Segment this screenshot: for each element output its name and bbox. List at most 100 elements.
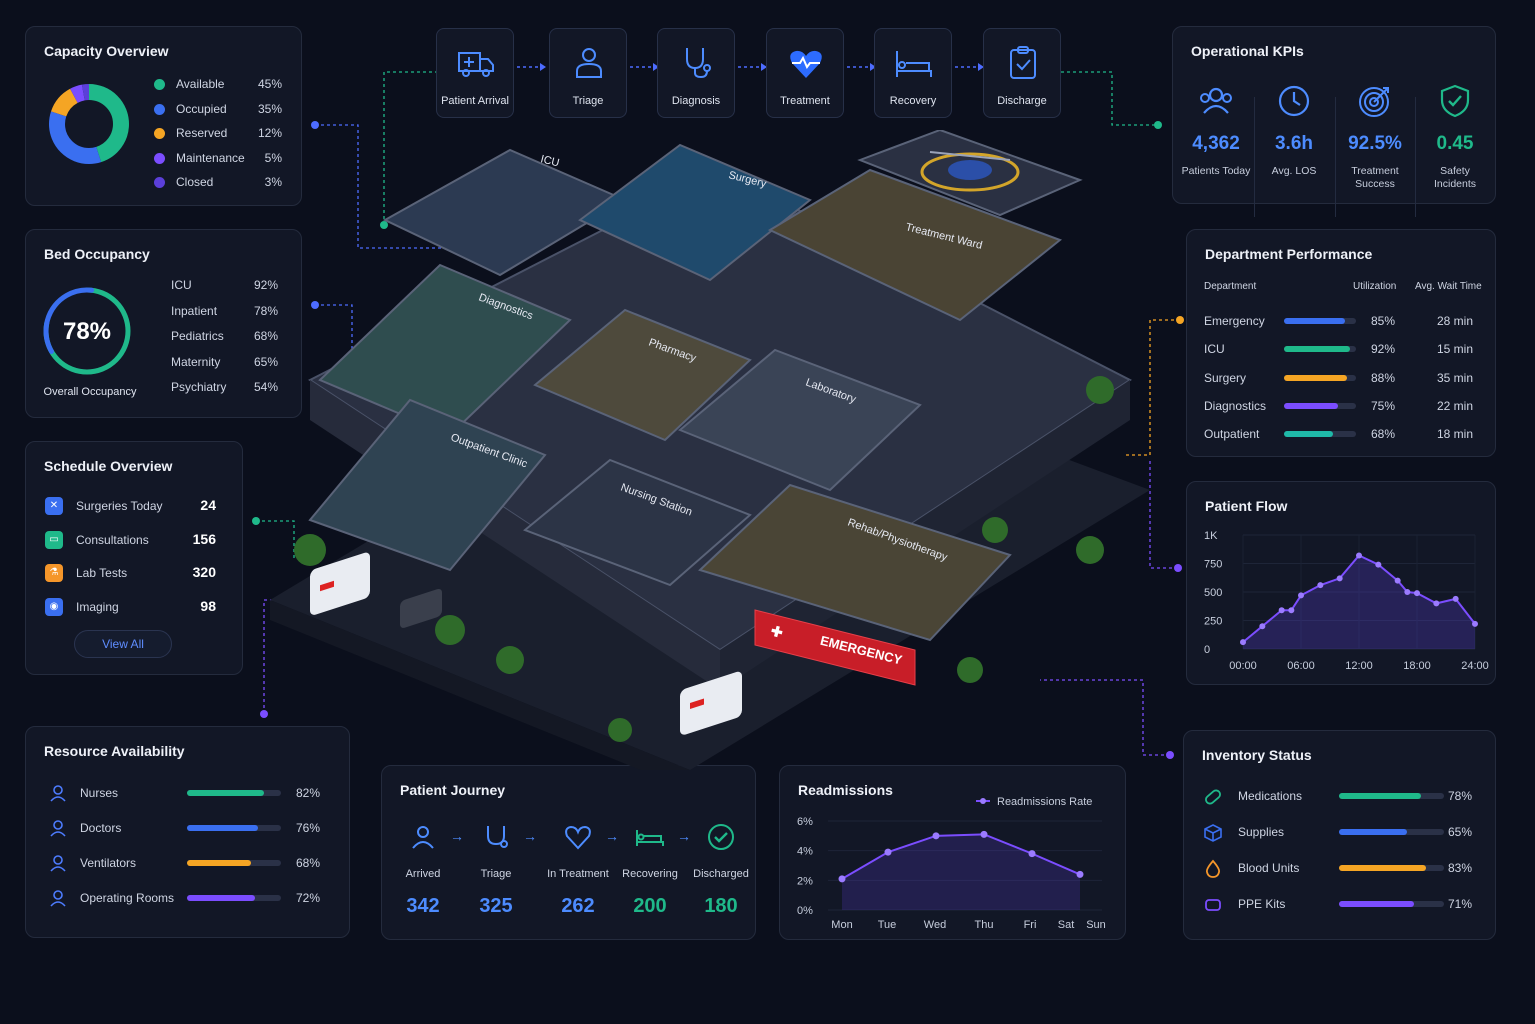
flow-step-recovery[interactable]: Recovery <box>874 28 952 118</box>
clock-icon <box>1278 85 1310 117</box>
inventory-bar <box>1339 865 1444 871</box>
readmissions-point <box>980 830 988 838</box>
dept-row-name: Outpatient <box>1204 427 1260 442</box>
resource-bar <box>187 860 281 866</box>
inventory-bar <box>1339 901 1444 907</box>
inventory-bar <box>1339 793 1444 799</box>
y-tick-label: 0% <box>797 905 813 917</box>
resource-label: Ventilators <box>80 856 137 870</box>
inventory-bar <box>1339 829 1444 835</box>
resource-value: 72% <box>295 891 320 905</box>
flow-point <box>1394 577 1401 584</box>
resource-value: 82% <box>295 786 320 800</box>
svg-text:✚: ✚ <box>769 622 785 640</box>
inventory-value: 65% <box>1447 825 1472 839</box>
dept-row-util: 75% <box>1370 398 1395 413</box>
inventory-title: Inventory Status <box>1202 747 1312 763</box>
blood-drop-icon <box>1205 859 1221 878</box>
bed-item-label: ICU <box>171 278 192 292</box>
flow-step-patient-arrival[interactable]: Patient Arrival <box>436 28 514 118</box>
view-all-button[interactable]: View All <box>74 630 172 658</box>
bed-item-label: Psychiatry <box>171 380 227 394</box>
journey-value: 200 <box>633 895 667 917</box>
kpi-separator <box>1254 97 1255 217</box>
legend-value: 12% <box>257 126 282 140</box>
dept-row-name: Diagnostics <box>1204 398 1267 413</box>
readmissions-point <box>884 848 892 856</box>
y-tick-label: 4% <box>797 846 813 858</box>
flow-step-discharge[interactable]: Discharge <box>983 28 1061 118</box>
trees <box>294 376 1114 742</box>
flow-point <box>1288 607 1295 614</box>
bed-item-label: Inpatient <box>171 303 218 318</box>
pill-icon <box>1205 789 1221 805</box>
x-tick-label: Thu <box>975 919 994 931</box>
schedule-item-label: Surgeries Today <box>76 499 163 513</box>
ambulance-right-icon <box>680 671 742 735</box>
kpi-label: Treatment Success <box>1351 165 1399 190</box>
schedule-item-value: 156 <box>192 530 216 547</box>
inventory-label: Supplies <box>1238 825 1285 839</box>
legend-value: 5% <box>264 150 282 165</box>
donut-slice-occupied <box>49 84 129 164</box>
inventory-value: 83% <box>1447 861 1472 875</box>
flow-step-triage[interactable]: Triage <box>549 28 627 118</box>
legend-label: Readmissions Rate <box>997 796 1092 808</box>
step-connector-arrow <box>847 63 876 71</box>
doctor-icon <box>50 820 66 837</box>
step-connector-arrow <box>630 63 659 71</box>
flow-step-label: Treatment <box>780 95 830 107</box>
resource-value: 68% <box>295 856 320 870</box>
step-connector-arrow <box>738 63 767 71</box>
dept-row-name: Surgery <box>1204 370 1247 385</box>
gauge-arc-accent <box>43 287 131 375</box>
resource-label: Doctors <box>80 821 122 835</box>
dept-row-bar-fill <box>1284 318 1346 324</box>
legend-value: 3% <box>264 175 282 189</box>
resource-bar <box>187 825 281 831</box>
room-label: ICU <box>539 153 560 169</box>
emergency-sign: ✚ <box>754 609 916 686</box>
dept-row-bar <box>1284 431 1356 438</box>
dept-row-bar <box>1284 318 1356 324</box>
inventory-bar-fill <box>1339 901 1414 907</box>
dept-title: Department Performance <box>1205 246 1373 262</box>
x-tick-label: 12:00 <box>1345 660 1373 672</box>
resource-bar <box>187 895 281 901</box>
readmissions-area <box>842 834 1080 910</box>
x-tick-label: Sun <box>1086 919 1106 931</box>
dept-row-wait: 35 min <box>1436 370 1473 385</box>
inventory-value: 71% <box>1447 897 1472 911</box>
legend-dot <box>154 177 165 188</box>
dept-row-bar <box>1284 346 1356 353</box>
flow-step-diagnosis[interactable]: Diagnosis <box>657 28 735 118</box>
room-surgery <box>578 143 812 282</box>
shield-check-icon <box>1440 84 1470 118</box>
flow-point <box>1298 592 1304 599</box>
dept-row-name: ICU <box>1204 342 1225 357</box>
bed-item-label: Maternity <box>171 354 221 369</box>
dept-row-bar-fill <box>1284 431 1333 438</box>
flow-point <box>1240 639 1246 646</box>
resource-label: Nurses <box>80 786 119 800</box>
y-tick-label: 1K <box>1204 530 1218 542</box>
people-icon <box>412 826 434 849</box>
resource-bar-fill <box>187 790 265 796</box>
flow-step-label: Patient Arrival <box>441 95 509 107</box>
kpi-label: Avg. LOS <box>1271 165 1317 177</box>
arrow-right-icon: → <box>523 828 537 844</box>
flow-area <box>1243 555 1475 649</box>
flow-point <box>1375 561 1382 568</box>
journey-value: 180 <box>704 895 738 917</box>
target-icon <box>1359 87 1389 117</box>
flow-step-treatment[interactable]: Treatment <box>766 28 844 118</box>
resources-title: Resource Availability <box>44 743 185 759</box>
y-tick-label: 750 <box>1204 559 1222 571</box>
readmissions-point <box>1028 850 1036 858</box>
flow-point <box>1317 582 1324 589</box>
